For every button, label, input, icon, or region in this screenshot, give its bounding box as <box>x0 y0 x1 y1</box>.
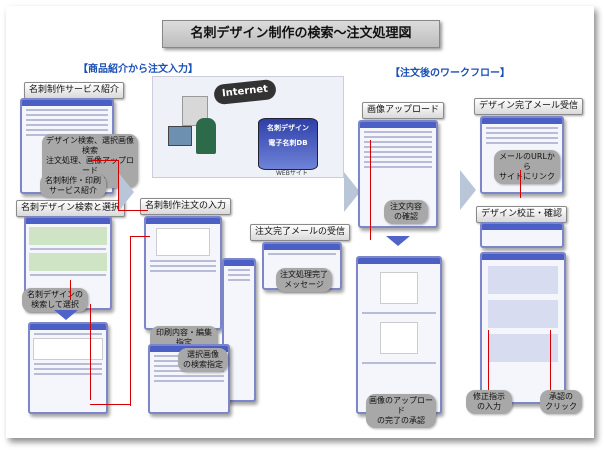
screenshot-upload-result <box>356 256 442 414</box>
computer-icon <box>168 126 192 146</box>
red-link-line <box>520 170 521 198</box>
red-link-line <box>130 236 131 406</box>
callout-order-msg: 注文処理完了 メッセージ <box>276 268 332 292</box>
arrow-right-3 <box>460 170 476 210</box>
screenshot-detail <box>28 322 108 414</box>
arrow-right-2 <box>344 172 360 212</box>
red-link-line <box>92 160 118 161</box>
label-image-upload: 画像アップロード <box>362 102 445 119</box>
screenshot-design-check <box>480 252 566 404</box>
callout-order-confirm: 注文内容 の確認 <box>384 200 428 224</box>
section-right-heading: 【注文後のワークフロー】 <box>390 68 510 79</box>
label-design-done-mail: デザイン完了メール受信 <box>474 98 584 115</box>
label-search-select: 名刺デザイン検索と選択 <box>16 200 126 217</box>
section-left-heading: 【商品紹介から注文入力】 <box>78 64 198 75</box>
user-icon <box>196 118 216 154</box>
label-order-input: 名刺制作注文の入力 <box>140 198 232 215</box>
arrow-right-1 <box>118 172 134 212</box>
database-icon: 名刺デザイン 電子名刺DB <box>258 118 318 170</box>
callout-select-image: 選択画像 の検索指定 <box>178 348 228 372</box>
callout-url-link: メールのURLから サイトにリンク <box>494 150 560 184</box>
screenshot-design-check-top <box>480 222 564 248</box>
red-link-line <box>118 210 148 211</box>
red-link-line <box>90 304 91 400</box>
red-link-line <box>130 236 150 237</box>
red-link-line <box>550 330 551 390</box>
arrow-down-1 <box>54 310 78 320</box>
callout-search-select: 名刺デザインの 検索して選択 <box>22 288 88 312</box>
screenshot-order-input <box>144 216 222 330</box>
red-link-line <box>118 160 119 210</box>
label-design-check: デザイン校正・確認 <box>476 206 568 223</box>
callout-upload-done: 画像のアップロード の完了の承認 <box>366 394 436 428</box>
red-link-line <box>488 330 489 390</box>
label-order-done-mail: 注文完了メールの受信 <box>250 224 351 241</box>
diagram-title: 名刺デザイン制作の検索〜注文処理図 <box>162 20 440 48</box>
screenshot-order-side <box>222 258 256 402</box>
callout-approve: 承認の クリック <box>540 390 582 414</box>
db-line-2: 電子名刺DB <box>268 139 308 147</box>
red-link-line <box>90 404 130 405</box>
callout-fix-input: 修正指示 の入力 <box>466 390 512 414</box>
web-caption: WEBサイト <box>276 170 308 177</box>
db-line-1: 名刺デザイン <box>267 124 309 132</box>
label-service-intro: 名刺制作サービス紹介 <box>24 82 125 99</box>
arrow-down-2 <box>386 236 410 246</box>
callout-service-intro: 名刺制作・印刷 サービス紹介 <box>40 174 106 198</box>
red-link-line <box>70 280 71 300</box>
red-link-line <box>370 140 371 240</box>
